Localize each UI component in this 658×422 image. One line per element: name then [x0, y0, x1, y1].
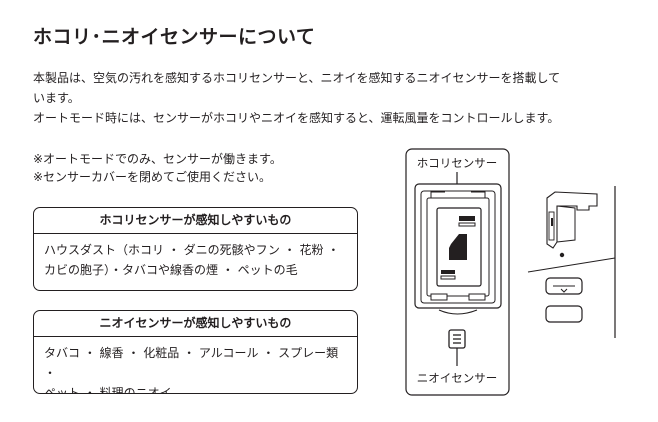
odor-sensor-box-heading: ニオイセンサーが感知しやすいもの	[34, 311, 357, 337]
intro-line-1: 本製品は、空気の汚れを感知するホコリセンサーと、ニオイを感知するニオイセンサーを…	[33, 71, 561, 85]
sensor-diagram: ホコリセンサー ニオイセンサー	[405, 148, 616, 396]
sensor-cover-illustration	[414, 183, 502, 309]
odor-sensor-label: ニオイセンサー	[417, 371, 498, 385]
intro-text: 本製品は、空気の汚れを感知するホコリセンサーと、ニオイを感知するニオイセンサーを…	[33, 68, 633, 128]
dust-sensor-box-line-1: ハウスダスト（ホコリ ・ ダニの死骸やフン ・ 花粉 ・	[44, 243, 340, 257]
odor-sensor-callout-curve	[438, 309, 478, 315]
odor-sensor-box: ニオイセンサーが感知しやすいもの タバコ ・ 線香 ・ 化粧品 ・ アルコール …	[33, 310, 358, 394]
dust-sensor-box-heading: ホコリセンサーが感知しやすいもの	[34, 208, 357, 234]
unit-overview-illustration	[527, 186, 616, 338]
note-auto-mode: ※オートモードでのみ、センサーが働きます。	[33, 152, 282, 166]
dust-sensor-box-body: ハウスダスト（ホコリ ・ ダニの死骸やフン ・ 花粉 ・ カビの胞子）・タバコや…	[34, 234, 357, 286]
odor-sensor-box-line-1: タバコ ・ 線香 ・ 化粧品 ・ アルコール ・ スプレー類 ・	[44, 346, 339, 380]
odor-sensor-icon	[448, 329, 466, 349]
odor-sensor-box-line-2: ペット ・ 料理のニオイ	[44, 386, 172, 394]
dust-sensor-box: ホコリセンサーが感知しやすいもの ハウスダスト（ホコリ ・ ダニの死骸やフン ・…	[33, 207, 358, 291]
intro-line-3: オートモード時には、センサーがホコリやニオイを感知すると、運転風量をコントロール…	[33, 111, 560, 125]
notes: ※オートモードでのみ、センサーが働きます。 ※センサーカバーを閉めてご使用くださ…	[33, 150, 282, 186]
dust-sensor-box-line-2: カビの胞子）・タバコや線香の煙 ・ ペットの毛	[44, 263, 298, 277]
odor-sensor-box-body: タバコ ・ 線香 ・ 化粧品 ・ アルコール ・ スプレー類 ・ ペット ・ 料…	[34, 337, 357, 394]
dust-sensor-label: ホコリセンサー	[417, 156, 498, 170]
page-title: ホコリ･ニオイセンサーについて	[33, 26, 316, 48]
note-sensor-cover: ※センサーカバーを閉めてご使用ください。	[33, 170, 272, 184]
intro-line-2: います。	[33, 91, 80, 105]
